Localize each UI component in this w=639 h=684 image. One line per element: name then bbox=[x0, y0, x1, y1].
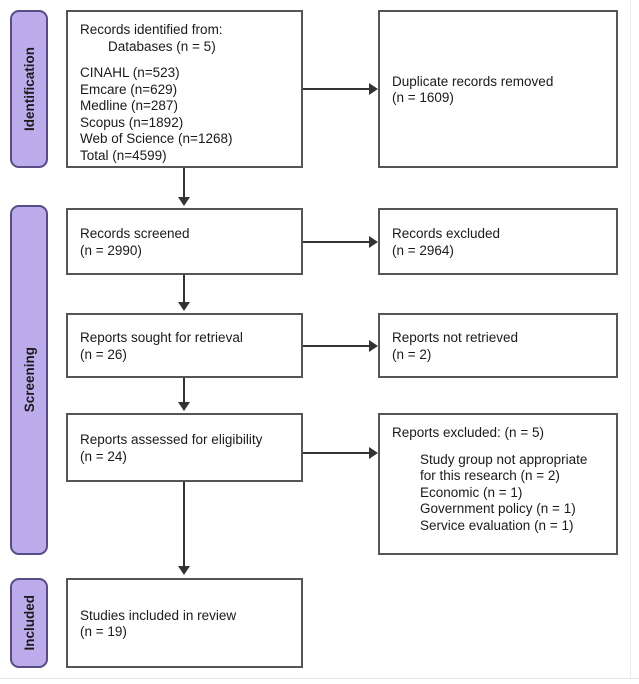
node-records-excluded: Records excluded (n = 2964) bbox=[378, 208, 618, 275]
node-duplicate-records-removed-title: Duplicate records removed bbox=[392, 73, 554, 89]
arrow-right-icon-to-reasons bbox=[369, 447, 378, 459]
connector-line-identified-to-duplicates bbox=[303, 88, 369, 90]
database-source-total: Total (n=4599) bbox=[80, 147, 167, 163]
node-reports-not-retrieved-count: (n = 2) bbox=[392, 346, 432, 362]
node-reports-assessed-for-eligibility: Reports assessed for eligibility (n = 24… bbox=[66, 413, 303, 482]
phase-bar-identification: Identification bbox=[10, 10, 48, 168]
exclusion-reason-economic: Economic (n = 1) bbox=[420, 484, 523, 500]
node-reports-excluded-reasons: Reports excluded: (n = 5) Study group no… bbox=[378, 413, 618, 555]
node-studies-included-count: (n = 19) bbox=[80, 624, 127, 639]
spacer bbox=[392, 442, 606, 452]
arrow-down-icon-to-assessed bbox=[178, 402, 190, 411]
database-source-medline: Medline (n=287) bbox=[80, 98, 178, 113]
database-source-emcare: Emcare (n=629) bbox=[80, 81, 178, 97]
node-records-screened-title: Records screened bbox=[80, 226, 190, 241]
database-source-web-of-science: Web of Science (n=1268) bbox=[80, 131, 233, 146]
node-records-identified-title: Records identified from: bbox=[80, 22, 223, 37]
page-bottom-divider bbox=[0, 678, 639, 679]
connector-line-sought-to-not-retrieved bbox=[303, 345, 369, 347]
node-records-excluded-title: Records excluded bbox=[392, 226, 501, 241]
node-records-screened-count: (n = 2990) bbox=[80, 242, 142, 258]
node-records-identified-subtitle: Databases (n = 5) bbox=[108, 38, 216, 54]
exclusion-reason-service-evaluation: Service evaluation (n = 1) bbox=[420, 517, 574, 533]
node-reports-sought-for-retrieval: Reports sought for retrieval (n = 26) bbox=[66, 313, 303, 378]
node-duplicate-records-removed: Duplicate records removed (n = 1609) bbox=[378, 10, 618, 168]
arrow-right-icon-to-duplicates bbox=[369, 83, 378, 95]
phase-bar-included: Included bbox=[10, 578, 48, 668]
arrow-down-icon-to-included bbox=[178, 566, 190, 575]
node-reports-assessed-count: (n = 24) bbox=[80, 448, 127, 464]
node-reports-sought-title: Reports sought for retrieval bbox=[80, 330, 243, 345]
phase-bar-screening: Screening bbox=[10, 205, 48, 555]
arrow-down-icon-to-sought bbox=[178, 302, 190, 311]
node-reports-not-retrieved: Reports not retrieved (n = 2) bbox=[378, 313, 618, 378]
connector-line-screened-to-excluded bbox=[303, 241, 369, 243]
connector-line-sought-to-assessed bbox=[183, 378, 185, 404]
page-right-divider bbox=[630, 0, 631, 678]
node-duplicate-records-removed-count: (n = 1609) bbox=[392, 90, 454, 105]
arrow-right-icon-to-excluded bbox=[369, 236, 378, 248]
arrow-down-icon-to-screened bbox=[178, 197, 190, 206]
node-reports-assessed-title: Reports assessed for eligibility bbox=[80, 432, 263, 447]
exclusion-reason-government-policy: Government policy (n = 1) bbox=[420, 501, 576, 516]
database-source-cinahl: CINAHL (n=523) bbox=[80, 65, 180, 80]
exclusion-reason-study-group-2: for this research (n = 2) bbox=[420, 468, 560, 483]
connector-line-assessed-to-reasons bbox=[303, 452, 369, 454]
spacer bbox=[80, 55, 291, 65]
arrow-right-icon-to-not-retrieved bbox=[369, 340, 378, 352]
node-records-identified: Records identified from: Databases (n = … bbox=[66, 10, 303, 168]
node-studies-included-title: Studies included in review bbox=[80, 607, 237, 623]
node-records-excluded-count: (n = 2964) bbox=[392, 242, 454, 258]
node-reports-excluded-reasons-title: Reports excluded: (n = 5) bbox=[392, 425, 544, 440]
phase-label-identification: Identification bbox=[21, 47, 37, 131]
node-studies-included-in-review: Studies included in review (n = 19) bbox=[66, 578, 303, 668]
connector-line-screened-to-sought bbox=[183, 275, 185, 304]
node-records-screened: Records screened (n = 2990) bbox=[66, 208, 303, 275]
node-reports-sought-count: (n = 26) bbox=[80, 346, 127, 362]
exclusion-reason-study-group-1: Study group not appropriate bbox=[420, 451, 588, 467]
phase-label-screening: Screening bbox=[21, 347, 37, 413]
connector-line-identified-to-screened bbox=[183, 168, 185, 199]
node-reports-not-retrieved-title: Reports not retrieved bbox=[392, 330, 519, 345]
phase-label-included: Included bbox=[21, 595, 37, 651]
connector-line-assessed-to-included bbox=[183, 482, 185, 568]
database-source-scopus: Scopus (n=1892) bbox=[80, 114, 184, 130]
